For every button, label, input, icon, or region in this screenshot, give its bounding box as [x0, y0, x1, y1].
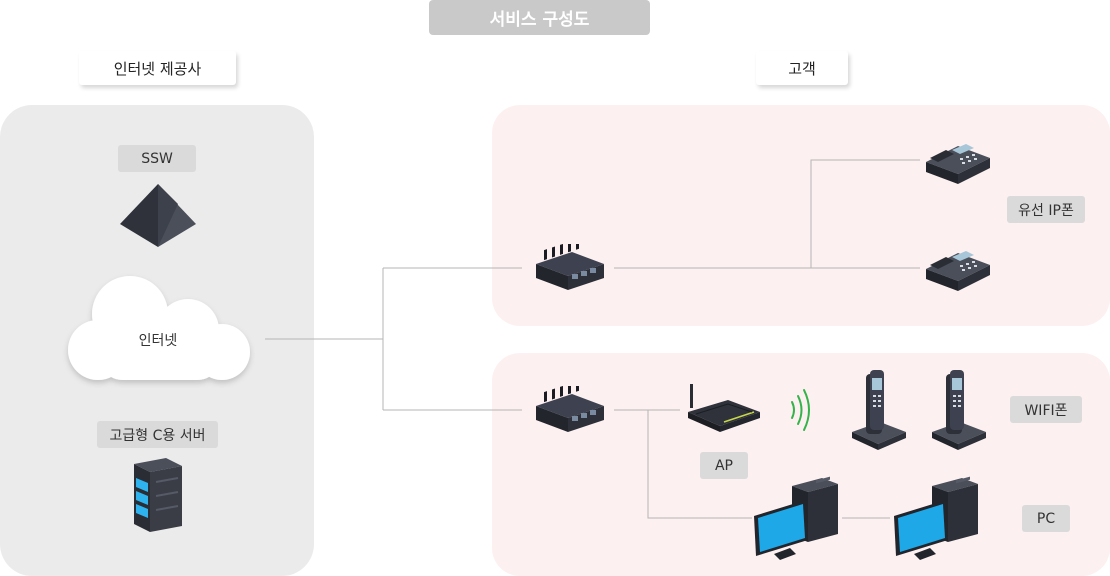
cloud-icon	[68, 276, 250, 380]
customer-section-label: 고객	[756, 51, 848, 85]
wired-phone-label: 유선 IP폰	[1007, 196, 1085, 223]
ip-phone-icon	[926, 251, 990, 291]
switch-to-phone2-line	[810, 159, 920, 268]
ssw-label: SSW	[118, 145, 196, 172]
pyramid-icon	[120, 184, 196, 247]
server-rack-icon	[134, 458, 182, 532]
desktop-pc-icon	[754, 476, 838, 560]
switch-icon	[536, 386, 604, 432]
router-icon	[688, 384, 760, 432]
server-label: 고급형 C용 서버	[97, 421, 218, 448]
desktop-pc-icon	[894, 476, 978, 560]
wifi-signal-icon	[791, 389, 810, 431]
cordless-phone-icon	[932, 370, 986, 450]
diagram-title: 서비스 구성도	[429, 0, 650, 35]
ap-label: AP	[700, 452, 748, 479]
switch-icon	[536, 244, 604, 290]
ip-phone-icon	[926, 144, 990, 184]
internet-label: 인터넷	[138, 333, 178, 349]
cordless-phone-icon	[852, 370, 906, 450]
switch-to-pc-line	[647, 410, 752, 519]
wifi-phone-label: WIFI폰	[1010, 396, 1082, 423]
provider-section-label: 인터넷 제공사	[79, 51, 236, 85]
pc-label: PC	[1022, 505, 1070, 532]
